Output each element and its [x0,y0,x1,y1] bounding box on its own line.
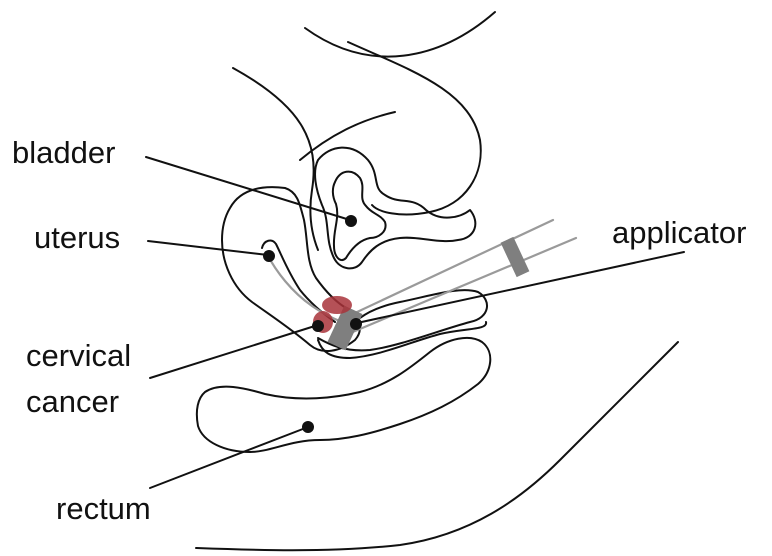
cervical-cancer-leader-line [150,325,318,378]
pubic-bone-outline [233,42,481,250]
uterus-marker-dot [263,250,275,262]
cervical-tumor-upper [322,296,352,314]
bladder-marker-dot [345,215,357,227]
applicator-rod-lower [348,238,576,334]
rectum-outline [197,338,490,452]
uterus-label: uterus [34,220,120,255]
applicator-label: applicator [612,215,746,250]
bladder-label: bladder [12,135,115,170]
cervical-label-line2: cancer [26,384,119,419]
rectum-marker-dot [302,421,314,433]
bladder-outline [315,148,475,269]
rectum-leader-line [150,427,308,488]
applicator-marker-dot [350,318,362,330]
rectum-label: rectum [56,491,151,526]
cervical-cancer-marker-dot [312,320,324,332]
applicator-outer-block [501,237,530,277]
buttock-contour [196,342,678,550]
cervical-label-line1: cervical [26,338,131,373]
upper-body-contour [305,12,495,57]
bladder-leader-line [146,157,350,220]
uterus-leader-line [148,241,268,255]
